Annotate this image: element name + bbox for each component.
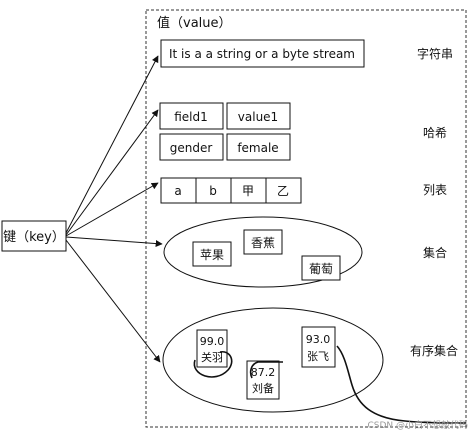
hash-cell-text: value1 xyxy=(238,110,278,124)
value-title: 值（value） xyxy=(157,15,232,31)
list-type-label: 列表 xyxy=(423,183,447,197)
zset-ellipse xyxy=(162,307,384,413)
list-cell-text: b xyxy=(209,184,217,198)
handdrawn-circle-mark xyxy=(193,351,233,378)
zset-score: 93.0 xyxy=(306,333,331,346)
list-cell xyxy=(265,177,302,204)
set-member xyxy=(243,229,283,255)
set-ellipse xyxy=(163,216,363,288)
hash-cell xyxy=(159,133,224,161)
string-cell-text: It is a a string or a byte stream xyxy=(169,47,355,61)
zset-member xyxy=(196,329,228,368)
set-member xyxy=(192,241,232,267)
zset-score: 87.2 xyxy=(251,366,276,379)
set-member-text: 香蕉 xyxy=(251,236,275,250)
arrow-to-string xyxy=(65,55,159,234)
string-type-label: 字符串 xyxy=(417,46,453,61)
list-cell xyxy=(195,177,232,204)
arrow-to-set xyxy=(65,236,163,248)
zset-member-name: 张飞 xyxy=(307,350,329,363)
string-cell xyxy=(160,39,365,68)
csdn-watermark: CSDN @小白不想敲代码 xyxy=(367,419,468,431)
zset-member xyxy=(301,326,336,368)
list-cell-text: 甲 xyxy=(242,184,254,198)
value-container xyxy=(145,9,467,428)
hash-cell-text: gender xyxy=(170,141,213,155)
hash-cell xyxy=(159,102,224,130)
list-cell xyxy=(160,177,197,204)
handdrawn-curve-mark xyxy=(336,345,467,424)
hash-cell-text: field1 xyxy=(174,110,208,124)
list-cell-text: 乙 xyxy=(277,184,289,198)
arrow-to-hash xyxy=(65,109,159,236)
arrow-to-zset xyxy=(65,239,161,363)
key-label: 键（key） xyxy=(3,230,65,245)
set-member-text: 苹果 xyxy=(200,248,224,262)
list-cell xyxy=(230,177,267,204)
zset-member-name: 刘备 xyxy=(252,381,274,395)
zset-score: 99.0 xyxy=(200,335,225,348)
list-cell-text: a xyxy=(174,184,181,198)
set-member xyxy=(301,255,341,281)
hash-cell-text: female xyxy=(237,141,278,155)
handdrawn-corner-mark xyxy=(249,361,283,379)
set-type-label: 集合 xyxy=(423,245,447,260)
zset-member-name: 关羽 xyxy=(201,350,223,364)
zset-type-label: 有序集合 xyxy=(410,343,458,358)
hash-cell xyxy=(226,102,291,130)
set-member-text: 葡萄 xyxy=(309,262,333,276)
arrow-to-list xyxy=(65,182,159,237)
hash-type-label: 哈希 xyxy=(423,125,447,140)
hash-cell xyxy=(226,133,291,161)
